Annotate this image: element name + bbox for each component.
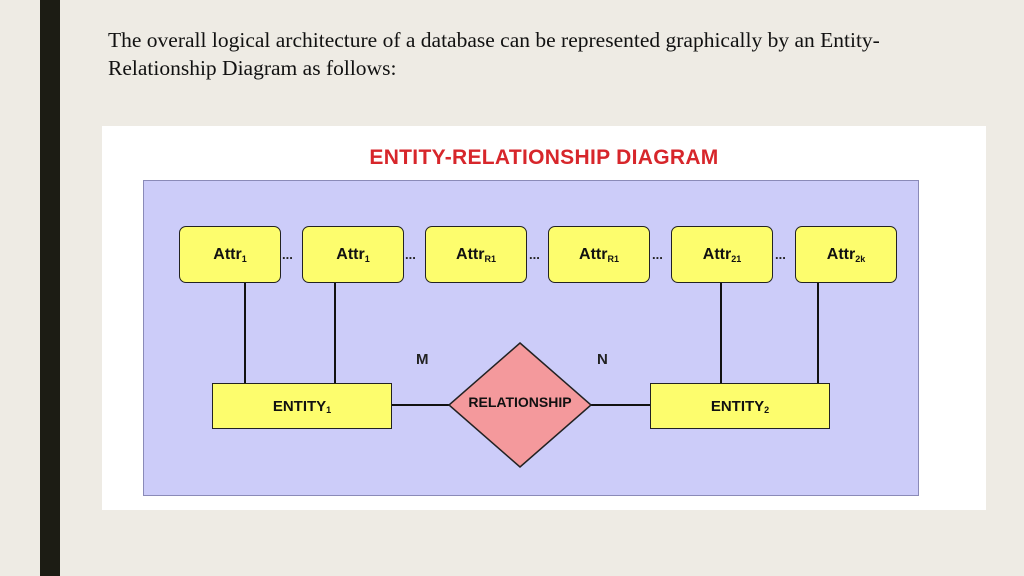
ellipsis-3: ... [529, 247, 540, 262]
relationship-diamond [447, 342, 593, 468]
ellipsis-5: ... [775, 247, 786, 262]
ellipsis-4: ... [652, 247, 663, 262]
left-accent-bar [40, 0, 60, 576]
cardinality-m: M [416, 351, 429, 368]
intro-text: The overall logical architecture of a da… [108, 28, 880, 80]
ellipsis-2: ... [405, 247, 416, 262]
connector-lines [244, 282, 819, 468]
diagram-title: ENTITY-RELATIONSHIP DIAGRAM [369, 146, 719, 169]
cardinality-n: N [597, 351, 608, 368]
relationship-label: RELATIONSHIP [468, 394, 572, 410]
ellipsis-1: ... [282, 247, 293, 262]
